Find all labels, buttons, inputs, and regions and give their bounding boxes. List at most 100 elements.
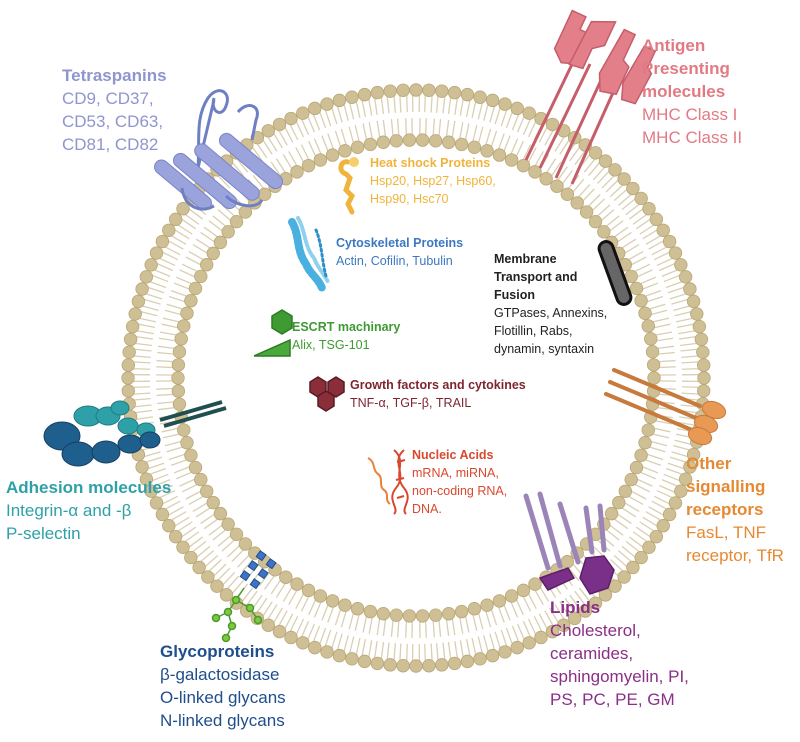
adhesion-line: P-selectin — [6, 524, 81, 543]
mhc-molecule-icon — [524, 9, 657, 185]
lipid-head — [454, 137, 469, 152]
lipid-head — [697, 358, 711, 372]
heat-shock-label: Heat shock Proteins Hsp20, Hsp27, Hsp60,… — [370, 154, 496, 208]
lipid-head — [176, 202, 190, 216]
lipid-head — [219, 588, 234, 602]
lipid-head — [618, 484, 633, 498]
antigen-line: MHC Class II — [642, 128, 743, 147]
lipids-line: Cholesterol, — [550, 621, 641, 640]
antigen-title: Antigen Presenting molecules — [642, 36, 730, 101]
lipid-head — [284, 111, 298, 126]
lipid-head — [428, 608, 443, 622]
growth-label: Growth factors and cytokines TNF-α, TGF-… — [350, 376, 526, 412]
lipid-head — [528, 165, 542, 179]
tetraspanins-line: CD9, CD37, — [62, 89, 154, 108]
lipid-head — [192, 560, 206, 575]
lipid-head — [504, 153, 519, 167]
adhesion-molecule-icon — [43, 400, 227, 467]
lipid-head — [608, 163, 622, 177]
transport-label: Membrane Transport and Fusion GTPases, A… — [494, 250, 607, 358]
lipid-head — [313, 153, 328, 167]
lipid-head — [644, 332, 658, 346]
lipid-head — [139, 472, 154, 486]
lipid-head — [376, 135, 391, 149]
lipid-head — [257, 187, 272, 201]
lipid-head — [122, 345, 136, 359]
lipid-head — [139, 270, 154, 284]
lipid-head — [409, 83, 423, 97]
lipid-head — [626, 560, 640, 575]
lipid-head — [171, 371, 185, 385]
glycoproteins-line: N-linked glycans — [160, 711, 285, 730]
lipid-head — [642, 202, 656, 216]
lipid-head — [686, 294, 701, 309]
lipid-head — [624, 472, 638, 487]
lipids-label: Lipids Cholesterol, ceramides, sphingomy… — [550, 596, 689, 711]
lipid-head — [473, 652, 487, 666]
lipid-head — [184, 294, 198, 308]
antigen-label: Antigen Presenting molecules MHC Class I… — [642, 34, 742, 149]
lipid-head — [516, 158, 531, 173]
lipid-head — [149, 246, 164, 260]
lipid-head — [415, 133, 430, 147]
lipid-head — [578, 604, 592, 618]
lipid-head — [617, 172, 631, 186]
lipid-head — [588, 596, 603, 610]
lipid-head — [435, 658, 449, 672]
nucleic-line: mRNA, miRNA, — [412, 466, 499, 480]
lipid-head — [199, 484, 214, 498]
lipid-head — [668, 246, 683, 260]
lipid-head — [690, 307, 704, 321]
lipid-head — [171, 384, 186, 398]
lipid-head — [350, 140, 365, 154]
lipid-head — [522, 106, 536, 120]
lipid-head — [674, 258, 688, 272]
lipid-head — [656, 519, 670, 533]
lipid-head — [188, 281, 203, 296]
lipid-head — [641, 423, 655, 437]
lipid-head — [396, 83, 410, 97]
lipid-head — [180, 306, 194, 320]
lipid-head — [678, 270, 693, 284]
lipids-line: ceramides, — [550, 644, 634, 663]
lipid-head — [692, 319, 707, 334]
escrt-shapes-icon — [253, 309, 293, 357]
tetraspanins-title: Tetraspanins — [62, 66, 167, 85]
lipid-head — [201, 570, 215, 584]
lipid-head — [155, 507, 170, 522]
lipid-head — [485, 93, 500, 108]
lipid-head — [467, 140, 482, 154]
lipid-head — [332, 648, 347, 663]
lipid-head — [383, 658, 397, 672]
membrane-transport-capsule-icon — [597, 240, 633, 306]
lipid-head — [121, 371, 135, 385]
lipid-head — [480, 144, 494, 158]
lipid-head — [415, 609, 430, 623]
heat-shock-protein-icon — [338, 157, 359, 215]
lipid-head — [485, 648, 500, 663]
lipid-head — [389, 134, 404, 148]
lipid-head — [229, 214, 244, 229]
glycoproteins-line: β-galactosidase — [160, 665, 280, 684]
growth-line: TNF-α, TGF-β, TRAIL — [350, 396, 472, 410]
lipid-head — [261, 124, 275, 138]
lipid-head — [662, 234, 677, 249]
lipid-head — [638, 436, 652, 450]
lipid-head — [261, 618, 275, 632]
cytoskeleton-fiber-icon — [288, 216, 330, 292]
lipid-head — [213, 506, 228, 521]
lipid-head — [510, 101, 524, 116]
cytoskeletal-label: Cytoskeletal Proteins Actin, Cofilin, Tu… — [336, 234, 463, 270]
lipid-head — [357, 87, 372, 102]
lipid-head — [697, 371, 711, 385]
lipid-head — [290, 165, 304, 179]
lipid-head — [338, 144, 352, 158]
lipid-head — [168, 529, 183, 544]
nucleic-line: DNA. — [412, 502, 442, 516]
lipid-head — [370, 85, 385, 100]
lipid-head — [492, 594, 507, 608]
lipid-head — [177, 423, 191, 437]
lipid-head — [206, 246, 220, 261]
lipid-head — [121, 358, 135, 372]
lipid-head — [498, 97, 512, 111]
